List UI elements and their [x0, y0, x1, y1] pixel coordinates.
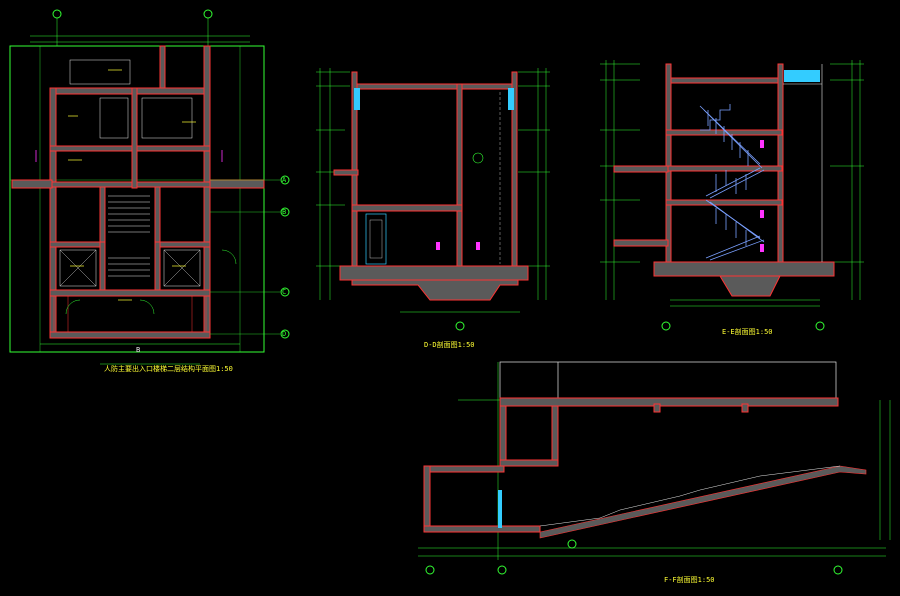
section-f: [418, 361, 891, 575]
section-d-title: D-D剖面图1:50: [424, 341, 475, 349]
axis-label-d: D: [282, 330, 287, 338]
axis-bubble-top-2: [203, 9, 213, 19]
axis-label-a: A: [282, 176, 287, 184]
section-f-title: F-F剖面图1:50: [664, 576, 715, 584]
axis-label-c: C: [282, 288, 287, 296]
plan-axis-bubbles: [280, 175, 290, 339]
floor-plan: [9, 9, 290, 365]
section-e-title: E-E剖面图1:50: [722, 328, 773, 336]
axis-label-b: B: [282, 208, 287, 216]
plan-bottom-axis-label: B: [136, 346, 141, 354]
axis-bubble-top-1: [52, 9, 62, 19]
section-e: [600, 60, 864, 331]
section-d: [316, 68, 550, 331]
plan-title: 人防主要出入口楼梯二层结构平面图1:50: [104, 365, 233, 373]
